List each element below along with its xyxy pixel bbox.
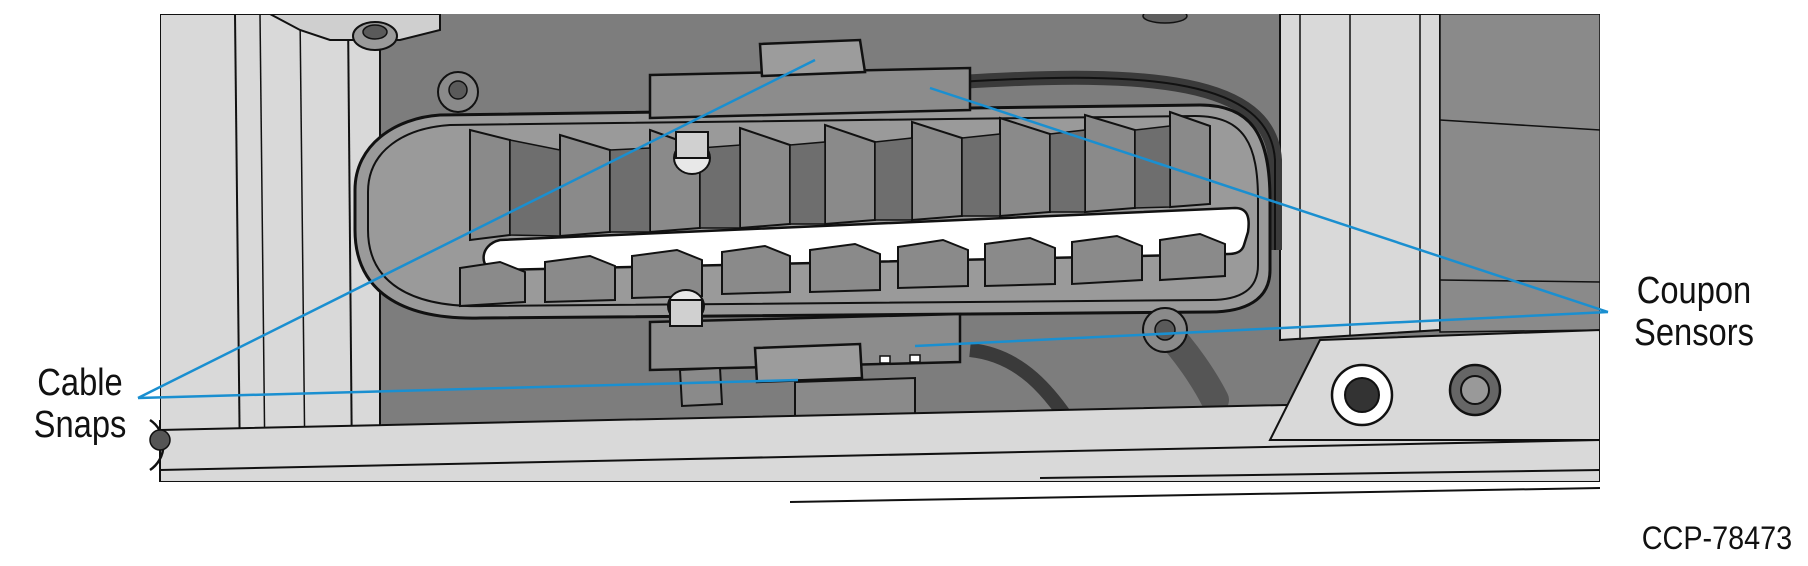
coupon-sensors-label-line1: Coupon: [1636, 270, 1752, 312]
cable-snaps-label: Cable Snaps: [20, 362, 140, 446]
right-rail: [1279, 13, 1441, 342]
coupon-sensors-label: Coupon Sensors: [1622, 270, 1766, 354]
figure-id: CCP-78473: [1641, 520, 1792, 556]
coupon-sensors-label-line2: Sensors: [1634, 312, 1754, 354]
leader-coupon-bottom: [914, 310, 1609, 348]
upper-snap-row: [469, 110, 1211, 242]
lower-snap-row: [459, 232, 1226, 308]
cable-snaps-label-line2: Snaps: [33, 404, 127, 446]
leader-cable-snap-top: [137, 58, 816, 400]
left-rail: [159, 13, 381, 479]
bottom-cable-snap: [753, 342, 864, 384]
leader-lines: [137, 58, 1609, 400]
cable-tray-inner: [367, 114, 1259, 308]
leader-cable-snap-bottom: [137, 378, 799, 400]
top-cable-snap: [758, 38, 867, 78]
leader-coupon-top: [929, 86, 1609, 314]
top-sensor-bar: [648, 66, 972, 120]
cable-snaps-label-line1: Cable: [37, 362, 123, 404]
